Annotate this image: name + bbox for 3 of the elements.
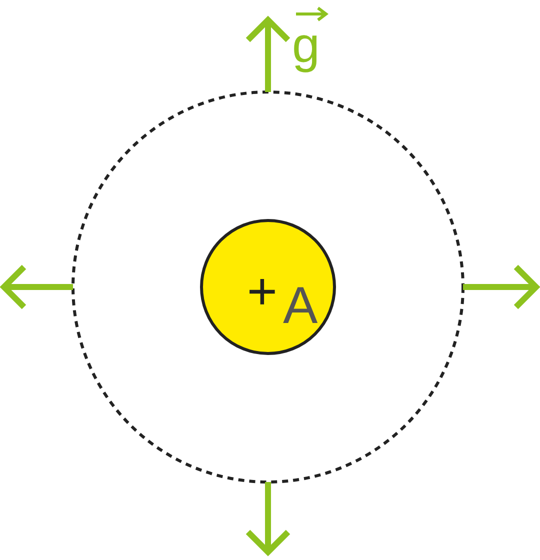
field-vector-label: g (292, 17, 320, 73)
charge-sign: + (247, 266, 278, 318)
sphere-label: A (283, 280, 318, 332)
